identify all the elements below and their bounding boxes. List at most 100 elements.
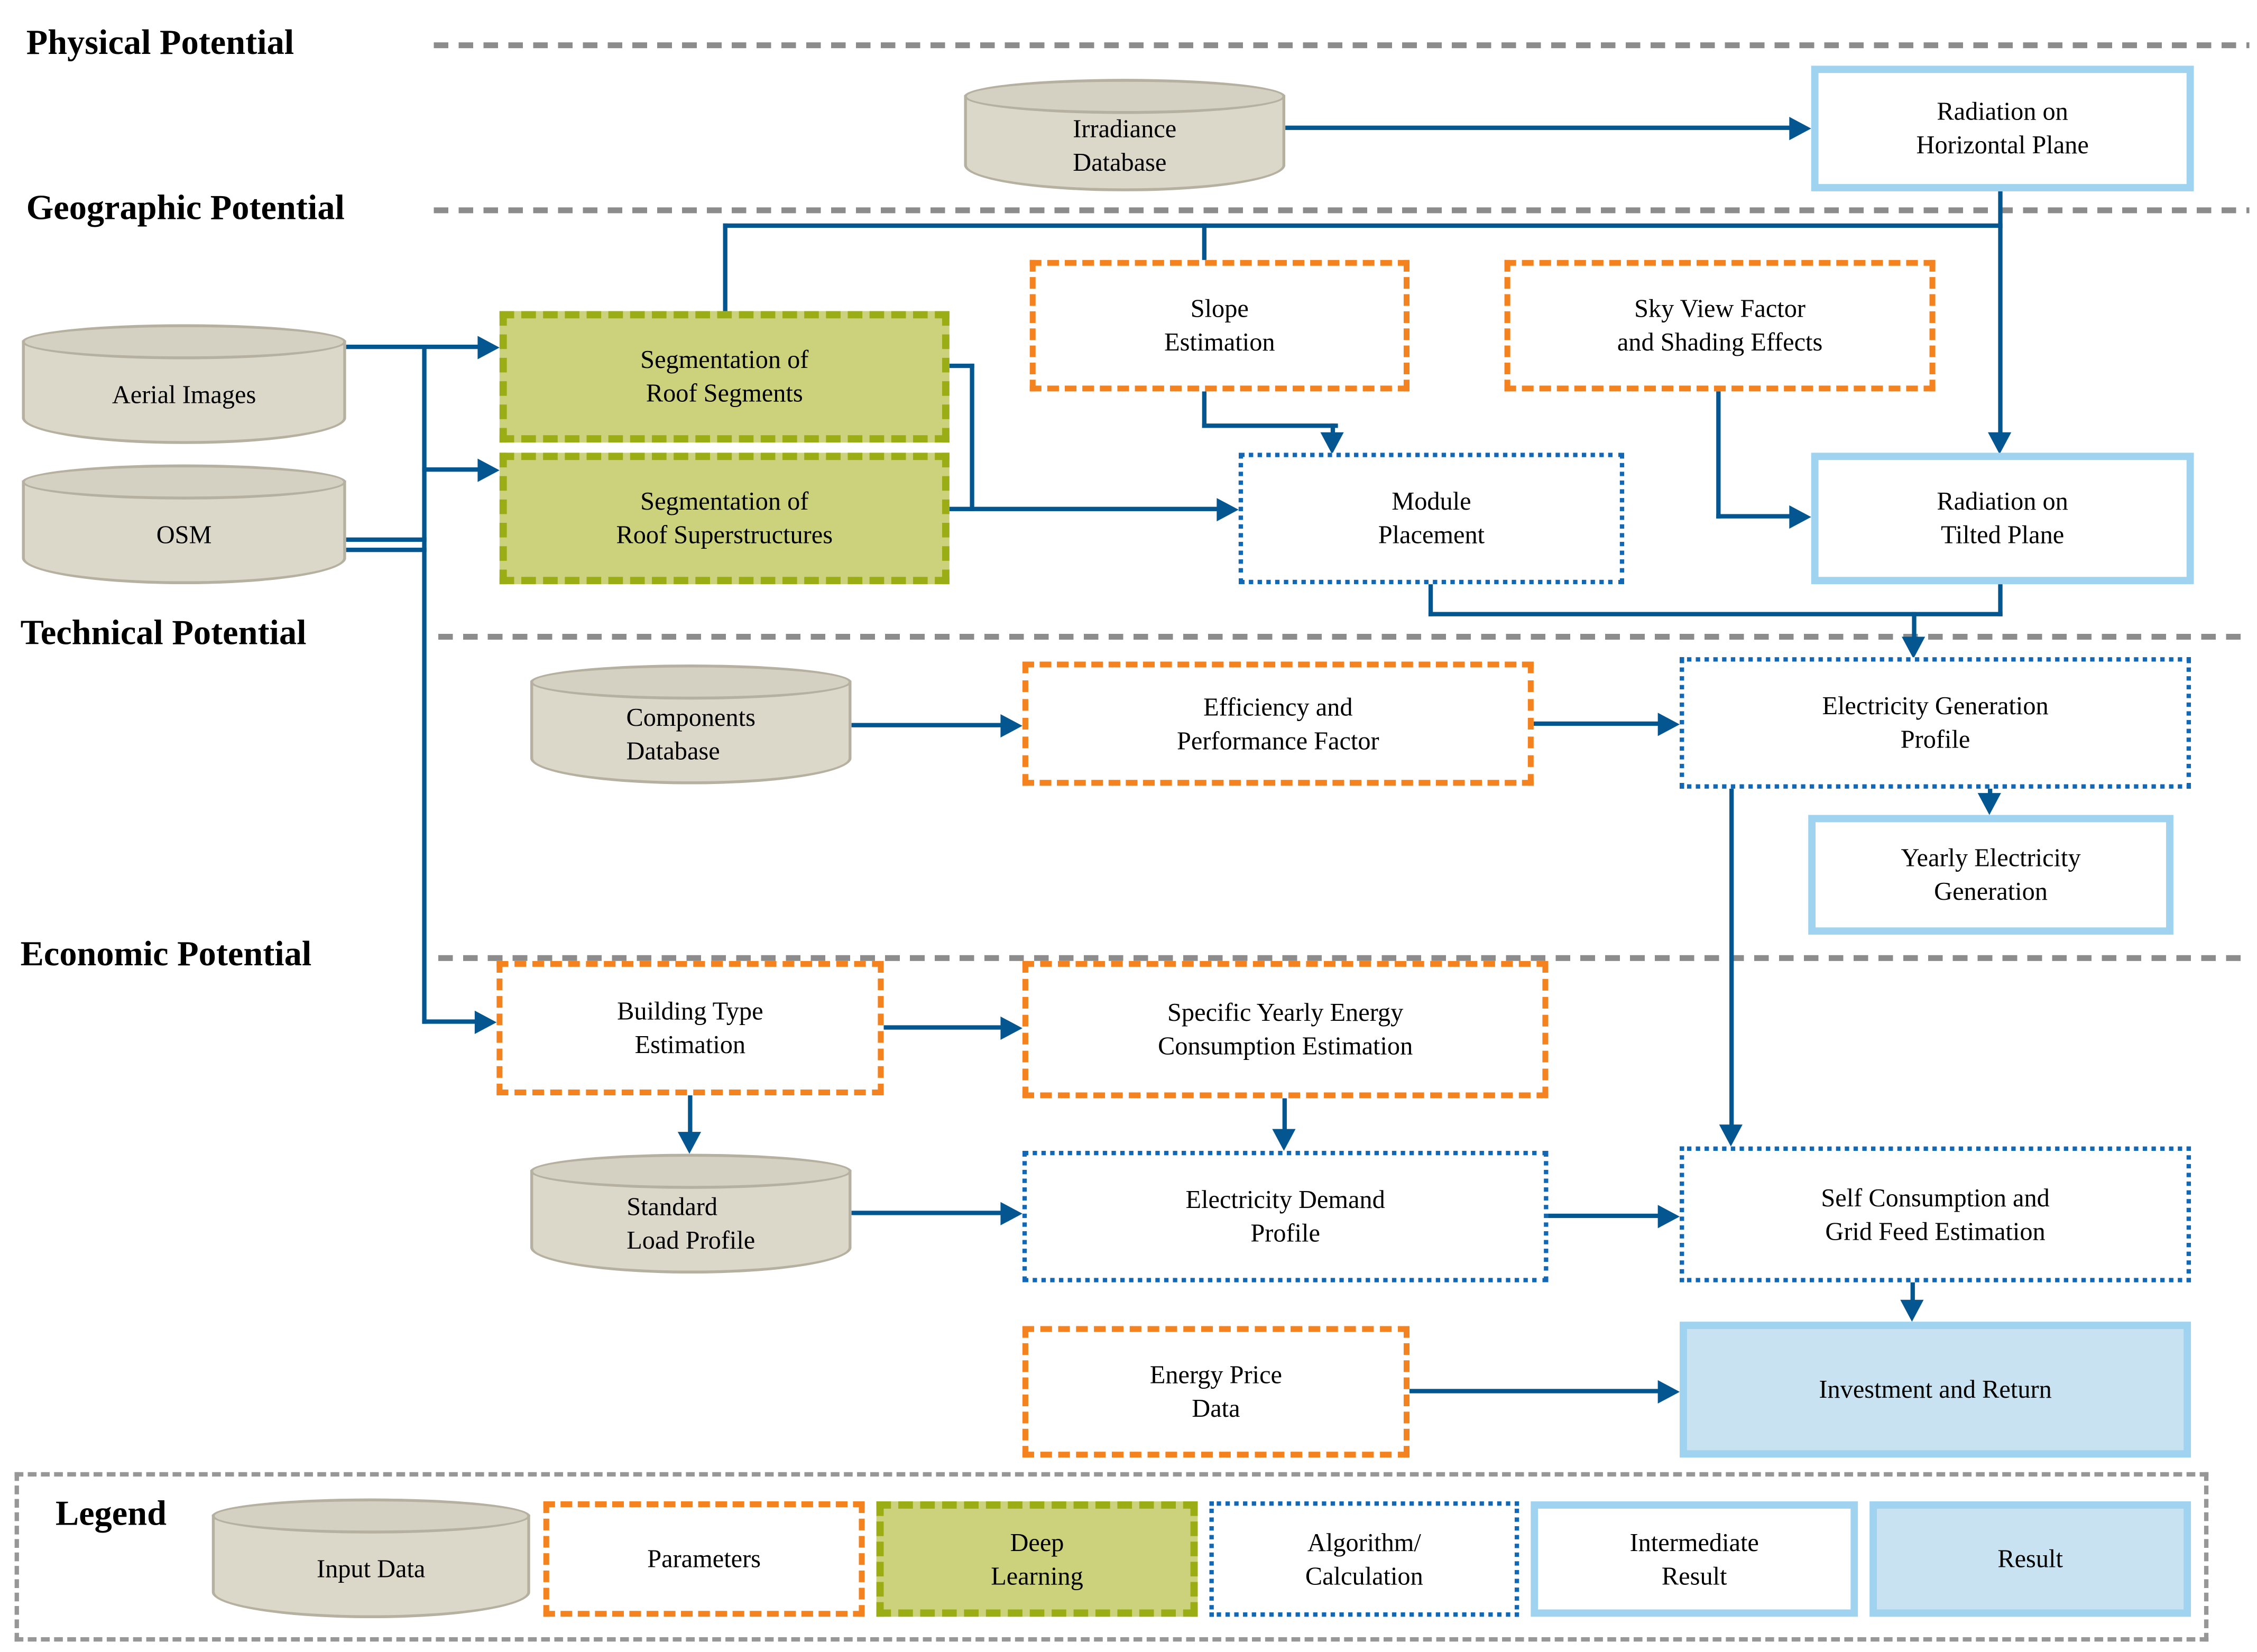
connector-radiation-horizontal-down (1998, 191, 2003, 437)
connector-irradiance-to-radiation-horizontal (1285, 125, 1791, 130)
connector-slope-elbow (1202, 423, 1338, 428)
node-label: Specific Yearly Energy Consumption Estim… (1158, 998, 1413, 1060)
connector-segments-out (949, 363, 974, 368)
node-energy-price-data: Energy Price Data (1022, 1326, 1410, 1458)
legend-deep-learning: Deep Learning (876, 1501, 1198, 1617)
node-sky-view-factor: Sky View Factor and Shading Effects (1504, 260, 1936, 392)
connector-selfconsumption-down (1910, 1282, 1915, 1303)
separator-geographic (434, 207, 2250, 214)
legend-parameters: Parameters (543, 1501, 865, 1617)
node-radiation-horizontal: Radiation on Horizontal Plane (1811, 66, 2194, 191)
node-segmentation-roof-segments: Segmentation of Roof Segments (499, 311, 950, 443)
node-label: Energy Price Data (1149, 1360, 1283, 1423)
section-label-economic: Economic Potential (20, 936, 312, 974)
arrow-into-yearly-generation (1977, 793, 2001, 815)
legend-item-label: Result (1997, 1544, 2063, 1573)
node-investment-return: Investment and Return (1680, 1322, 2191, 1458)
legend-border (14, 1472, 2209, 1642)
node-label: Components Database (626, 703, 756, 765)
node-segmentation-roof-superstructures: Segmentation of Roof Superstructures (499, 453, 950, 585)
connector-trunk-vertical (422, 344, 427, 1024)
separator-technical (438, 634, 2250, 640)
connector-join-drop (1912, 612, 1917, 640)
connector-trunk-to-building-type (422, 1019, 476, 1024)
legend-item-label: Algorithm/ Calculation (1305, 1527, 1423, 1590)
connector-generation-to-selfconsumption (1729, 788, 1734, 1128)
connector-branch-to-slope (1202, 223, 1206, 262)
legend-title: Legend (55, 1496, 167, 1534)
cylinder-top (964, 79, 1286, 114)
node-osm: OSM (22, 464, 346, 585)
node-label: Electricity Demand Profile (1185, 1185, 1385, 1248)
node-label: Building Type Estimation (617, 996, 763, 1059)
arrow-into-investment-left (1657, 1380, 1680, 1404)
node-components-database: Components Database (530, 665, 852, 785)
node-label: Aerial Images (112, 379, 256, 409)
connector-skyview-elbow (1716, 514, 1791, 519)
connector-components-to-efficiency (851, 723, 1002, 727)
connector-specific-down (1282, 1098, 1287, 1132)
node-label: Slope Estimation (1164, 293, 1275, 357)
connector-segments-down (970, 363, 974, 511)
connector-slope-drop (1330, 423, 1335, 437)
node-label: Radiation on Horizontal Plane (1916, 97, 2089, 160)
legend-item-label: Intermediate Result (1629, 1527, 1759, 1590)
arrow-into-selfconsumption-left (1657, 1205, 1680, 1229)
arrow-into-selfconsumption-top (1719, 1124, 1743, 1147)
node-standard-load-profile: Standard Load Profile (530, 1153, 852, 1274)
arrow-into-specific-yearly (1000, 1016, 1022, 1040)
connector-demand-to-selfconsumption (1548, 1213, 1660, 1219)
node-label: Efficiency and Performance Factor (1177, 691, 1379, 754)
legend-input-data: Input Data (211, 1498, 530, 1619)
cylinder-top (22, 324, 346, 359)
connector-aerial-to-segments (346, 344, 480, 349)
arrow-into-investment-top (1900, 1299, 1924, 1322)
connector-superstructures-to-module (949, 506, 1219, 511)
node-self-consumption: Self Consumption and Grid Feed Estimatio… (1680, 1146, 2191, 1282)
arrow-into-module-placement-left (1217, 498, 1239, 522)
connector-roof-segments-up (723, 223, 727, 313)
arrow-into-radiation-horizontal (1789, 117, 1811, 141)
arrow-into-generation-profile-left (1657, 713, 1680, 736)
arrow-into-demand-profile-top (1272, 1129, 1296, 1151)
arrow-into-superstructures (477, 458, 500, 482)
legend-item-label: Parameters (647, 1544, 761, 1573)
node-label: Investment and Return (1819, 1374, 2052, 1404)
legend-algorithm-calculation: Algorithm/ Calculation (1209, 1501, 1519, 1617)
legend-item-label: Input Data (316, 1553, 426, 1583)
node-label: Irradiance Database (1073, 113, 1177, 176)
arrow-into-radiation-tilted-left (1789, 505, 1811, 529)
cylinder-top (530, 1153, 852, 1189)
node-building-type-estimation: Building Type Estimation (496, 961, 884, 1096)
node-specific-yearly-energy: Specific Yearly Energy Consumption Estim… (1022, 961, 1549, 1099)
connector-buildingtype-to-specific (883, 1025, 1002, 1030)
cylinder-top (211, 1498, 530, 1534)
node-slope-estimation: Slope Estimation (1029, 260, 1410, 392)
connector-trunk-to-superstructures (422, 467, 480, 472)
node-label: Standard Load Profile (627, 1192, 756, 1255)
section-label-physical: Physical Potential (26, 24, 294, 63)
section-label-technical: Technical Potential (20, 615, 307, 653)
arrow-into-generation-profile-top (1902, 636, 1926, 659)
connector-osm-lower (346, 548, 427, 552)
arrow-into-standard-load (677, 1132, 702, 1154)
node-radiation-tilted: Radiation on Tilted Plane (1811, 453, 2194, 585)
arrow-into-module-placement-top (1320, 432, 1344, 455)
node-yearly-electricity-generation: Yearly Electricity Generation (1808, 815, 2173, 935)
connector-module-down (1428, 584, 1433, 616)
node-label: OSM (156, 519, 212, 549)
connector-module-tilted-join (1428, 612, 2003, 616)
separator-physical (434, 42, 2250, 49)
connector-buildingtype-down (688, 1095, 693, 1135)
node-label: Segmentation of Roof Superstructures (616, 486, 833, 549)
node-module-placement: Module Placement (1238, 453, 1625, 585)
node-label: Radiation on Tilted Plane (1937, 486, 2068, 549)
node-label: Sky View Factor and Shading Effects (1617, 293, 1823, 357)
legend-result: Result (1869, 1501, 2191, 1617)
separator-economic (438, 955, 2250, 961)
arrow-into-roof-segments (477, 336, 500, 359)
node-label: Yearly Electricity Generation (1901, 843, 2081, 906)
arrow-into-demand-profile-left (1000, 1202, 1022, 1225)
